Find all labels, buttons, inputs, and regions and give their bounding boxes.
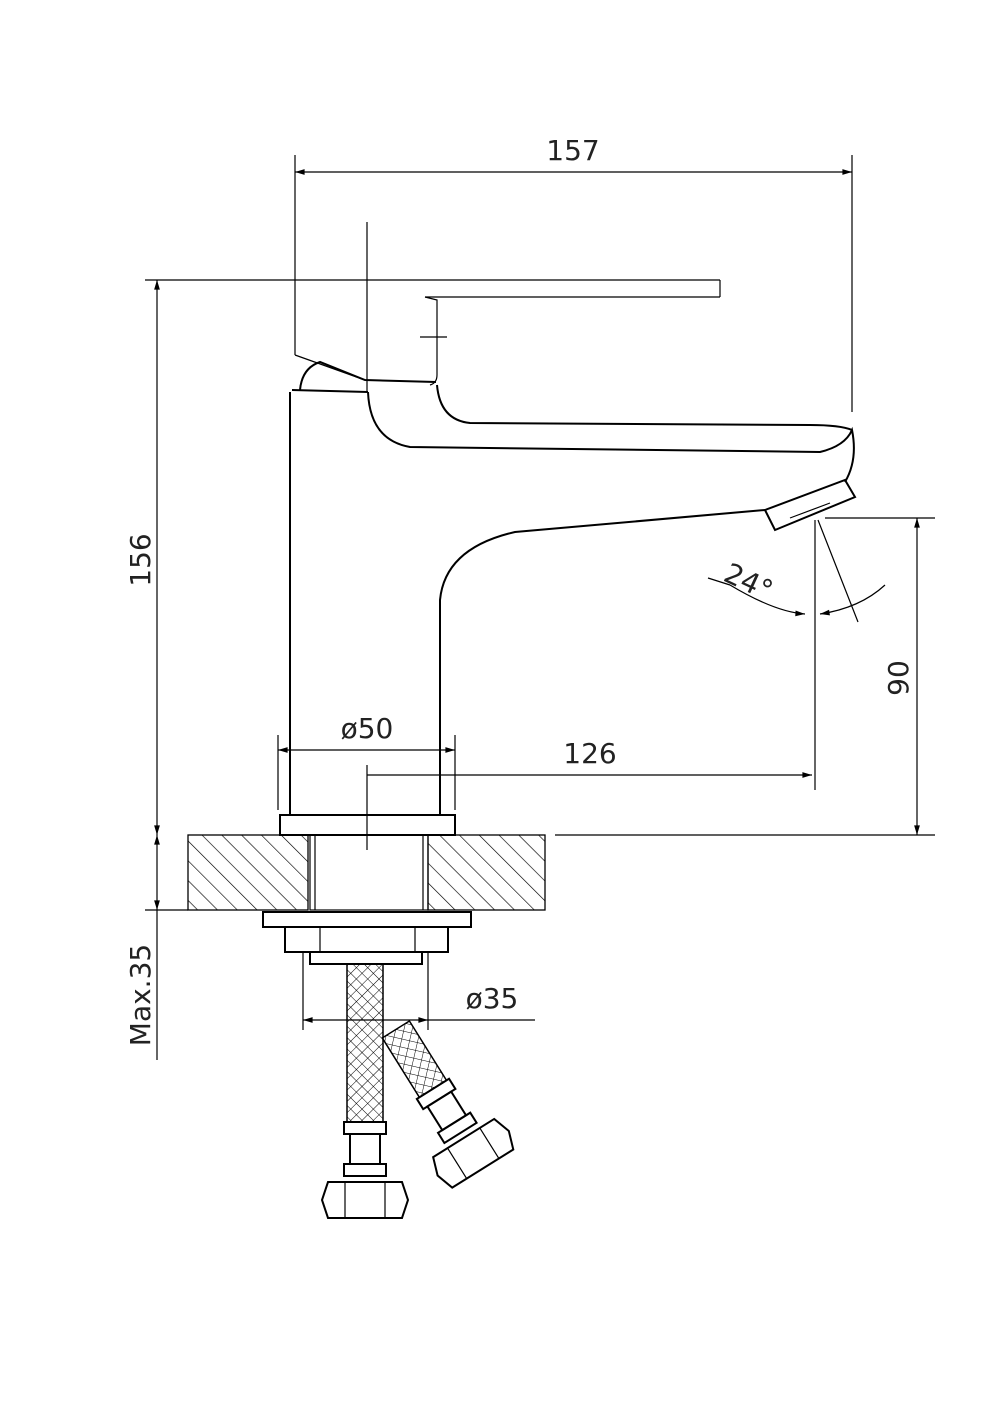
supply-hose-right [381,1019,515,1189]
dimension-spout-height: 90 [555,517,935,836]
faucet-body [289,384,857,815]
countertop-section [187,834,546,911]
dimension-label-156: 156 [124,533,157,586]
dimension-overall-height: 156 [124,279,720,835]
dimension-label-126: 126 [563,737,616,770]
supply-hose-left [320,963,410,1219]
dimension-label-90: 90 [882,660,915,696]
dimension-label-d50: ø50 [341,712,394,745]
dimension-base-diameter: ø50 [277,712,456,810]
dimension-connection-diameter: ø35 [302,952,535,1030]
dimension-overall-width: 157 [294,134,853,412]
dimension-label-max35: Max.35 [124,944,157,1046]
dimension-label-24deg: 24° [719,556,778,607]
aerator [763,478,857,532]
dimension-spout-angle: 24° [707,519,886,790]
dimension-spout-reach: 126 [366,737,812,850]
dimension-label-157: 157 [546,134,599,167]
dimension-label-d35: ø35 [466,982,519,1015]
faucet-handle [294,222,721,392]
fixing-nut [262,911,472,965]
dimension-max-thickness: Max.35 [124,835,188,1060]
